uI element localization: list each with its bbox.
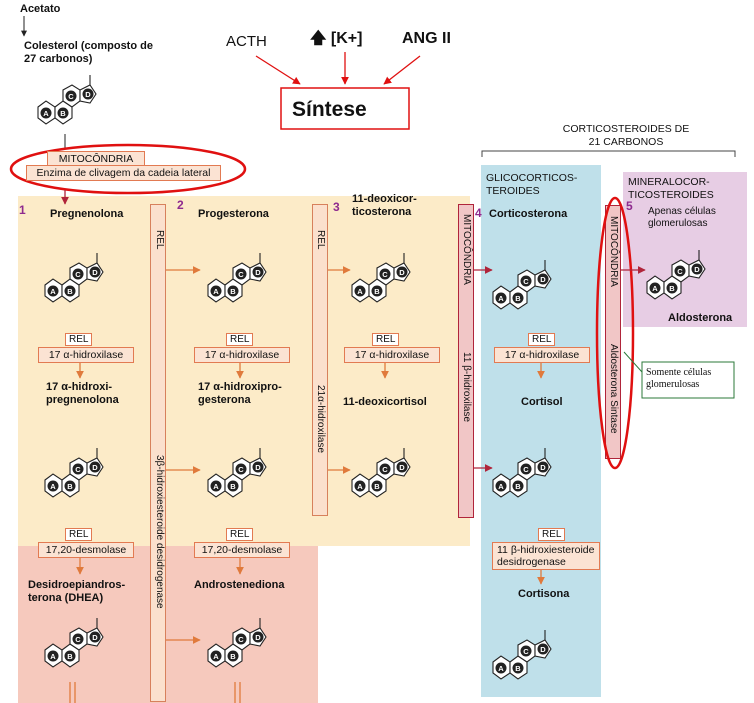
cortisona-label: Cortisona: [518, 588, 570, 600]
blue-panel: [481, 165, 601, 697]
hidroxilase17-1: 17 α-hidroxilase: [38, 347, 134, 363]
mito-bar-5: [605, 205, 621, 459]
deoxicorticosterona-label: 11-deoxicor-ticosterona: [352, 193, 417, 218]
colesterol-label: Colesterol (composto de 27 carbonos): [24, 40, 153, 65]
yellow-panel: [18, 196, 470, 546]
hidroxilase21-vertical: 21α-hidroxilase: [315, 385, 326, 454]
progesterona-label: Progesterona: [198, 208, 269, 220]
mito-vertical-5: MITOCÔNDRIA: [608, 216, 619, 287]
rel-tag-4: REL: [528, 333, 556, 346]
k-text: [K+]: [330, 30, 363, 47]
acetato-label: Acetato: [20, 3, 61, 15]
hidroxiprogesterona-label: 17 α-hidroxipro-gesterona: [198, 381, 282, 406]
dhea-label: Desidroepiandros-terona (DHEA): [28, 579, 126, 604]
step-2: 2: [177, 198, 184, 212]
mineralo-label: MINERALOCOR-TICOSTEROIDES: [628, 176, 714, 201]
ang-label: ANG II: [402, 30, 451, 47]
aldosterona-label: Aldosterona: [668, 312, 733, 324]
step-1: 1: [19, 203, 26, 217]
rel-tag-3: REL: [372, 333, 400, 346]
cortisol-label: Cortisol: [521, 396, 563, 408]
purple-panel: [623, 172, 747, 327]
androstenediona-label: Androstenediona: [194, 579, 285, 591]
desmolase-2: 17,20-desmolase: [194, 542, 290, 558]
rel-tag-2: REL: [226, 333, 254, 346]
sintese-label: Síntese: [292, 98, 367, 121]
step-5: 5: [626, 199, 633, 213]
rel-tag-1: REL: [65, 333, 93, 346]
rel-vertical-2: REL: [315, 230, 326, 250]
note-label: Apenas células glomerulosas: [648, 206, 716, 229]
acth-label: ACTH: [226, 33, 267, 50]
hidroxipregnenolona-label: 17 α-hidroxi-pregnenolona: [46, 381, 119, 406]
hsd3-vertical: 3β-hidroxiesteroide desidrogenase: [154, 455, 165, 609]
mito-bar-4: [458, 204, 474, 518]
hidroxilase17-4: 17 α-hidroxilase: [494, 347, 590, 363]
pink-panel: [18, 546, 318, 703]
up-arrow-icon: 🡅: [310, 30, 327, 47]
pregnenolona-label: Pregnenolona: [50, 208, 124, 220]
hsd11-box: 11 β-hidroxiesteroide desidrogenase: [492, 542, 600, 570]
hidroxilase11-vertical: 11 β-hidroxilase: [461, 352, 472, 423]
mito-vertical-4: MITOCÔNDRIA: [461, 214, 472, 285]
mito-enzyme: Enzima de clivagem da cadeia lateral: [26, 165, 221, 181]
rel-tag-5: REL: [65, 528, 93, 541]
corticosterona-label: Corticosterona: [489, 208, 568, 220]
step-3: 3: [333, 200, 340, 214]
step-4: 4: [475, 206, 482, 220]
glico-label: GLICOCORTICOS-TEROIDES: [486, 172, 578, 197]
desmolase-1: 17,20-desmolase: [38, 542, 134, 558]
rel-tag-7: REL: [538, 528, 566, 541]
rel-vertical-1: REL: [154, 230, 165, 250]
k-label: 🡅 [K+]: [310, 30, 362, 48]
deoxicortisol-label: 11-deoxicortisol: [343, 396, 427, 408]
rel-tag-6: REL: [226, 528, 254, 541]
callout-label: Somente células glomerulosas: [646, 367, 712, 390]
hidroxilase17-2: 17 α-hidroxilase: [194, 347, 290, 363]
hidroxilase17-3: 17 α-hidroxilase: [344, 347, 440, 363]
rel-bar-1: [150, 204, 166, 702]
rel-bar-2: [312, 204, 328, 516]
aldosintase-vertical: Aldosterona Sintase: [608, 344, 619, 434]
corticos-label: CORTICOSTEROIDES DE 21 CARBONOS: [562, 123, 690, 148]
